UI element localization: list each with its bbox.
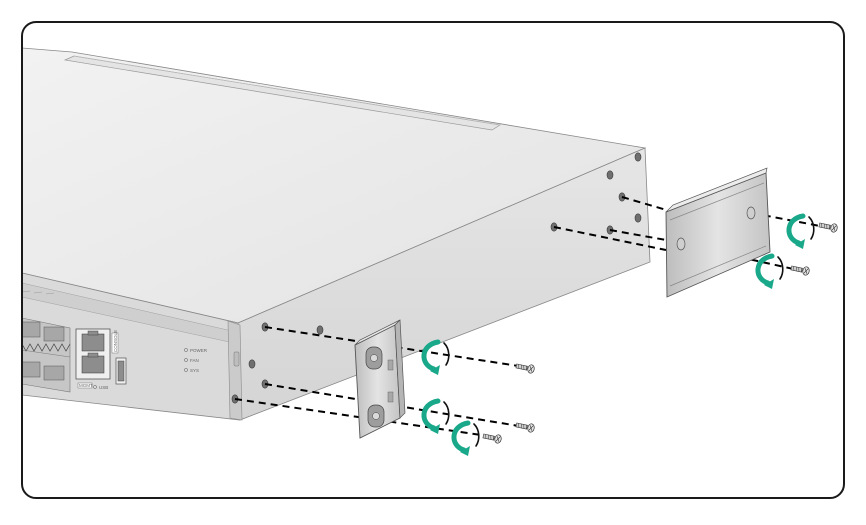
mounting-hole (606, 170, 614, 180)
mgmt-label: MGMT (79, 383, 93, 388)
screw-icon (482, 433, 502, 444)
mounting-hole (634, 213, 642, 223)
guide-line (609, 229, 667, 241)
clockwise-rotate-arrow-icon (421, 398, 450, 434)
alignment-guide-lines (234, 196, 821, 438)
screw-icon (790, 265, 810, 276)
screw-icon (515, 363, 535, 374)
sys-led-label: SYS (190, 368, 199, 373)
screw-icon (818, 222, 838, 233)
rear-mounting-bracket (665, 167, 771, 298)
fan-led-label: FAN (190, 358, 199, 363)
clockwise-rotate-arrow-icon (755, 253, 784, 289)
power-led-label: POWER (190, 348, 208, 353)
usb-label: USB (99, 385, 108, 390)
diagram-frame (21, 21, 845, 499)
mounting-hole (248, 359, 256, 369)
guide-line (621, 196, 671, 212)
front-panel (22, 272, 241, 421)
mounting-hole (634, 152, 642, 162)
guide-line (680, 243, 799, 271)
usb-port: USB (93, 357, 127, 390)
guide-line (264, 326, 526, 368)
clockwise-rotate-arrow-icon (421, 339, 450, 375)
console-label: CONSOLE (113, 330, 118, 352)
mounting-hole (316, 325, 324, 335)
rj45-port-block: MGMT CONSOLE (75, 328, 119, 389)
clockwise-rotate-arrow-icon (451, 420, 480, 456)
rotation-indicators (421, 213, 815, 456)
guide-line (234, 398, 496, 438)
screws (482, 222, 838, 444)
status-leds: POWER FAN SYS (184, 348, 208, 373)
sfp-port-block (22, 317, 71, 393)
front-mounting-bracket (354, 319, 406, 439)
clockwise-rotate-arrow-icon (786, 213, 815, 249)
screw-icon (515, 422, 535, 433)
guide-line (264, 383, 526, 428)
